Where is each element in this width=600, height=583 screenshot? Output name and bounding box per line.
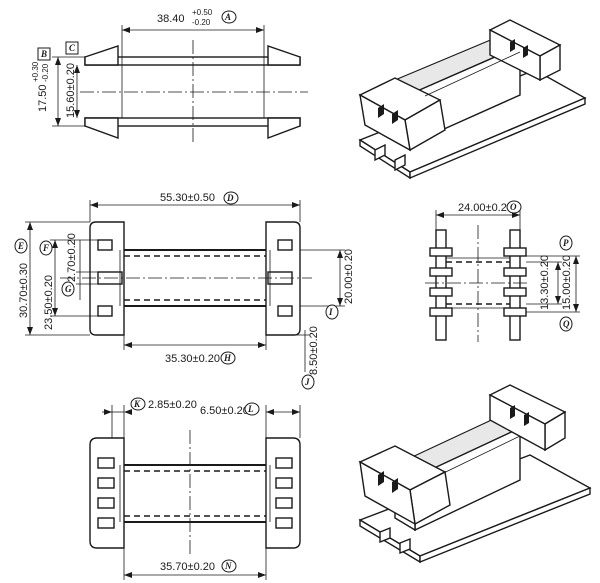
ref-k: K bbox=[133, 399, 141, 409]
dim-g-value: 2.70±0.20 bbox=[66, 233, 78, 282]
ref-d: D bbox=[226, 193, 234, 203]
dim-p-value: 13.30±0.20 bbox=[539, 255, 551, 310]
ref-o: O bbox=[510, 202, 517, 212]
dim-n-value: 35.70±0.20 bbox=[160, 561, 215, 573]
dim-l-value: 6.50±0.20 bbox=[200, 405, 249, 417]
ref-h: H bbox=[223, 353, 232, 363]
dim-b-upper: +0.30 bbox=[31, 61, 40, 82]
dim-e-value: 30.70±0.30 bbox=[18, 263, 30, 318]
bottom-view: K 2.85±0.20 6.50±0.20 L 35.70±0.20 N bbox=[89, 397, 301, 580]
ref-p: P bbox=[563, 238, 569, 248]
dim-a-upper: +0.50 bbox=[192, 8, 213, 17]
dim-h-value: 35.30±0.20 bbox=[165, 353, 220, 365]
dim-i-value: 20.00±0.20 bbox=[343, 249, 355, 304]
dim-b-lower: -0.20 bbox=[41, 63, 50, 82]
ref-f: F bbox=[42, 243, 49, 253]
ref-b: B bbox=[40, 49, 47, 59]
dim-a-value: 38.40 bbox=[157, 13, 185, 25]
dim-k-value: 2.85±0.20 bbox=[148, 399, 197, 411]
dim-j-value: 8.50±0.20 bbox=[308, 326, 320, 375]
dim-f-value: 23.50±0.20 bbox=[43, 275, 55, 330]
ref-n: N bbox=[224, 561, 232, 571]
dim-q-value: 15.00±0.20 bbox=[561, 255, 573, 310]
ref-e: E bbox=[17, 241, 24, 251]
isometric-view-bottom bbox=[358, 384, 592, 564]
front-view: 55.30±0.50 D 30.70±0.30 E 23.50±0.20 F 2… bbox=[14, 191, 355, 390]
ref-g: G bbox=[65, 284, 72, 294]
dim-d-value: 55.30±0.50 bbox=[160, 192, 215, 204]
dim-b-value: 17.50 bbox=[37, 84, 49, 112]
dim-c-value: 15.60±0.20 bbox=[65, 63, 77, 118]
ref-a: A bbox=[224, 12, 231, 22]
ref-q: Q bbox=[563, 319, 570, 329]
isometric-view-top bbox=[358, 19, 587, 180]
ref-j: J bbox=[304, 377, 310, 387]
ref-i: I bbox=[328, 307, 333, 317]
ref-c: C bbox=[69, 43, 76, 53]
ref-l: L bbox=[247, 404, 254, 414]
side-view-top: 38.40 +0.50 -0.20 A 17.50 +0.30 -0.20 B … bbox=[31, 8, 308, 145]
dim-o-value: 24.00±0.20 bbox=[458, 202, 513, 214]
end-view: 24.00±0.20 O 13.30±0.20 P 15.00±0.20 Q bbox=[425, 200, 580, 342]
dim-a-lower: -0.20 bbox=[192, 18, 211, 27]
